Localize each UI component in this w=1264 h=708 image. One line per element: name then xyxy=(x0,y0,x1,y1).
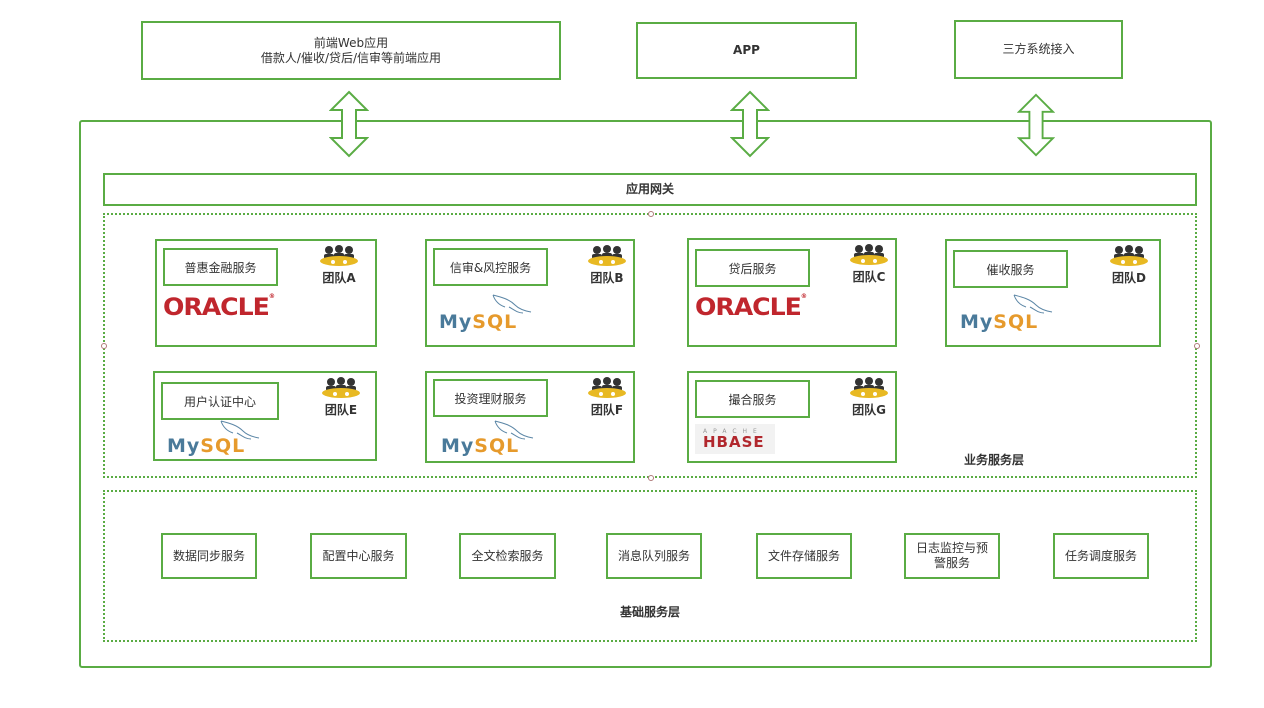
team-icon xyxy=(320,245,358,266)
service-card: 投资理财服务 团队F MySQL xyxy=(425,371,635,463)
bidirectional-arrow-icon xyxy=(1017,93,1055,157)
dolphin-icon xyxy=(492,294,532,314)
service-card: 信审&风控服务 团队B MySQL xyxy=(425,239,635,347)
service-card: 贷后服务 团队C ORACLE® xyxy=(687,238,897,347)
service-name: 投资理财服务 xyxy=(433,379,548,417)
team-label: 团队F xyxy=(590,403,624,417)
resize-handle xyxy=(101,343,107,349)
team-icon xyxy=(850,377,888,398)
base-service-box: 全文检索服务 xyxy=(459,533,556,579)
bidirectional-arrow-icon xyxy=(730,90,770,158)
third-party-label: 三方系统接入 xyxy=(1002,42,1075,56)
team-badge: 团队A xyxy=(317,245,361,286)
business-layer-label: 业务服务层 xyxy=(964,453,1025,467)
team-label: 团队D xyxy=(1112,271,1146,285)
base-service-box: 配置中心服务 xyxy=(310,533,407,579)
base-service-box: 数据同步服务 xyxy=(161,533,257,579)
service-card: 用户认证中心 团队E MySQL xyxy=(153,371,377,461)
mysql-logo: MySQL xyxy=(167,417,260,457)
base-service-layer xyxy=(103,490,1197,642)
service-name: 信审&风控服务 xyxy=(433,248,548,286)
team-label: 团队B xyxy=(590,271,624,285)
bidirectional-arrow-icon xyxy=(329,90,369,158)
resize-handle xyxy=(1194,343,1200,349)
app-label: APP xyxy=(733,43,760,57)
base-service-box: 消息队列服务 xyxy=(606,533,702,579)
service-name: 普惠金融服务 xyxy=(163,248,278,286)
team-icon xyxy=(322,377,360,398)
team-icon xyxy=(1110,245,1148,266)
base-layer-label: 基础服务层 xyxy=(620,605,681,619)
service-card: 撮合服务 团队G APACHE HBASE xyxy=(687,371,897,463)
base-service-box: 任务调度服务 xyxy=(1053,533,1149,579)
dolphin-icon xyxy=(1013,294,1053,314)
team-badge: 团队B xyxy=(585,245,629,286)
service-name: 用户认证中心 xyxy=(161,382,279,420)
team-badge: 团队F xyxy=(585,377,629,418)
team-label: 团队A xyxy=(322,271,356,285)
base-service-box: 文件存储服务 xyxy=(756,533,852,579)
team-badge: 团队D xyxy=(1107,245,1151,286)
web-frontend-box: 前端Web应用 借款人/催收/贷后/信审等前端应用 xyxy=(141,21,561,80)
team-icon xyxy=(588,245,626,266)
service-card: 普惠金融服务 团队A ORACLE® xyxy=(155,239,377,347)
mysql-logo: MySQL xyxy=(960,291,1053,333)
service-name: 催收服务 xyxy=(953,250,1068,288)
resize-handle xyxy=(648,211,654,217)
system-container xyxy=(79,120,1212,668)
web-frontend-subtitle: 借款人/催收/贷后/信审等前端应用 xyxy=(260,50,442,65)
base-service-box: 日志监控与预警服务 xyxy=(904,533,1000,579)
service-name: 贷后服务 xyxy=(695,249,810,287)
service-name: 撮合服务 xyxy=(695,380,810,418)
resize-handle xyxy=(648,475,654,481)
dolphin-icon xyxy=(220,420,260,440)
app-box: APP xyxy=(636,22,857,79)
team-icon xyxy=(588,377,626,398)
team-label: 团队E xyxy=(324,403,358,417)
oracle-logo: ORACLE® xyxy=(163,293,275,321)
app-gateway-label: 应用网关 xyxy=(625,182,674,196)
team-label: 团队C xyxy=(852,270,886,284)
mysql-logo: MySQL xyxy=(439,291,532,333)
mysql-logo: MySQL xyxy=(441,417,534,457)
team-icon xyxy=(850,244,888,265)
team-label: 团队G xyxy=(852,403,886,417)
service-card: 催收服务 团队D MySQL xyxy=(945,239,1161,347)
team-badge: 团队E xyxy=(319,377,363,418)
oracle-logo: ORACLE® xyxy=(695,293,807,321)
team-badge: 团队G xyxy=(847,377,891,418)
hbase-logo: APACHE HBASE xyxy=(695,424,775,454)
team-badge: 团队C xyxy=(847,244,891,285)
third-party-box: 三方系统接入 xyxy=(954,20,1123,79)
dolphin-icon xyxy=(494,420,534,440)
web-frontend-title: 前端Web应用 xyxy=(313,35,389,50)
app-gateway: 应用网关 xyxy=(103,173,1197,206)
